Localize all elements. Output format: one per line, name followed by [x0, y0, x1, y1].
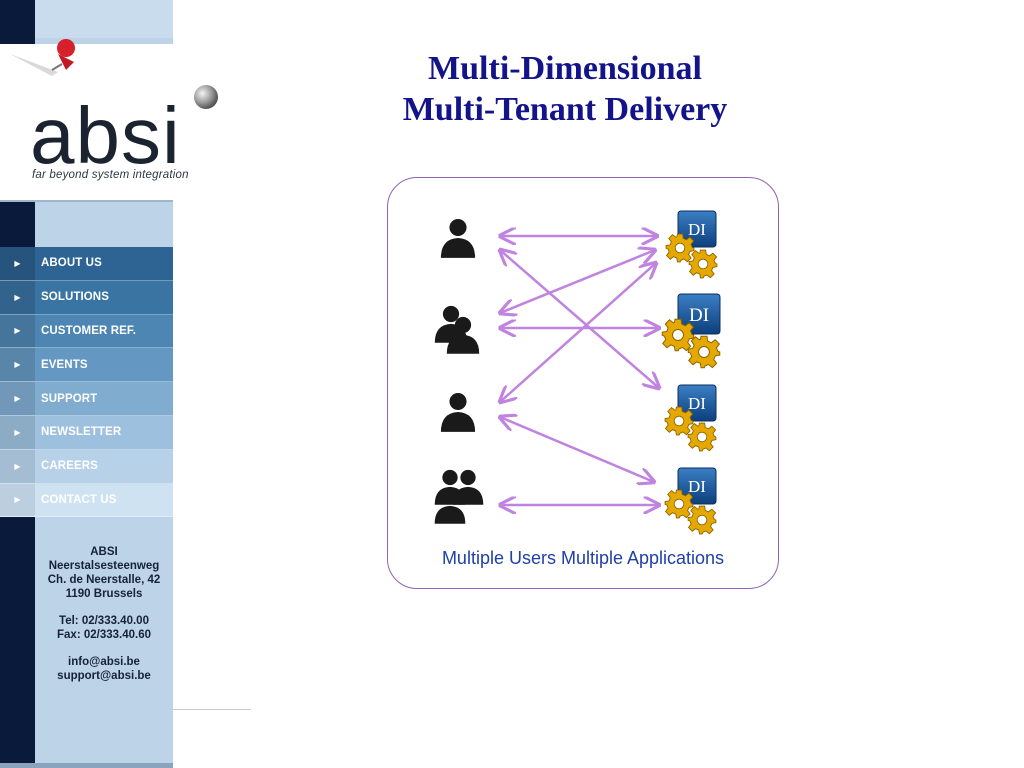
diagram-caption: Multiple Users Multiple Applications: [441, 548, 725, 568]
nav-item-contact-us[interactable]: ▶ CONTACT US: [0, 483, 173, 518]
pushpin-icon: [10, 39, 75, 76]
app-3-icon: DI: [664, 384, 717, 452]
caret-right-icon: ▶: [0, 280, 35, 314]
nav-item-label: CONTACT US: [41, 493, 117, 506]
logo-divider: [0, 200, 173, 202]
user-3-icon: [440, 392, 476, 432]
nav-item-label: CAREERS: [41, 460, 98, 473]
contact-street-fr: Ch. de Neerstalle, 42: [47, 574, 161, 586]
nav-item-customer-ref[interactable]: ▶ CUSTOMER REF.: [0, 314, 173, 349]
page-title-line-1: Multi-Dimensional: [428, 50, 702, 87]
company-logo[interactable]: absi: [0, 36, 250, 176]
sidebar-band-dark: [0, 203, 35, 247]
app-2-icon: DI: [661, 293, 721, 369]
contact-city: 1190 Brussels: [65, 588, 143, 600]
nav-item-newsletter[interactable]: ▶ NEWSLETTER: [0, 415, 173, 450]
caret-right-icon: ▶: [0, 348, 35, 382]
page-title-line-2: Multi-Tenant Delivery: [402, 91, 728, 128]
nav-item-label: SUPPORT: [41, 392, 98, 405]
connection-arrows: [500, 236, 659, 505]
nav-item-label: SOLUTIONS: [41, 291, 109, 304]
nav-item-solutions[interactable]: ▶ SOLUTIONS: [0, 280, 173, 315]
caret-right-icon: ▶: [0, 449, 35, 483]
diagram-frame: [387, 177, 779, 589]
footer-rule: [173, 709, 251, 710]
contact-fax: Fax: 02/333.40.60: [57, 629, 151, 641]
nav-item-label: CUSTOMER REF.: [41, 324, 137, 337]
nav-item-careers[interactable]: ▶ CAREERS: [0, 449, 173, 484]
app-1-icon: DI: [665, 210, 718, 279]
sidebar-top-dark: [0, 0, 35, 38]
logo-tagline: far beyond system integration: [32, 169, 189, 181]
arrow-user3-app1: [500, 263, 656, 402]
caret-right-icon: ▶: [0, 247, 35, 280]
contact-email[interactable]: info@absi.be: [68, 656, 140, 668]
nav-item-label: NEWSLETTER: [41, 426, 122, 439]
user-group-2-icon: [434, 305, 480, 354]
sidebar-bottom-edge: [0, 763, 173, 768]
app-badge-label: DI: [689, 305, 709, 326]
sidebar-top-light: [35, 0, 173, 38]
nav-item-label: ABOUT US: [41, 257, 102, 270]
sidebar-band-light: [35, 203, 173, 247]
caret-right-icon: ▶: [0, 415, 35, 449]
caret-right-icon: ▶: [0, 314, 35, 348]
arrow-user1-app3: [500, 250, 659, 388]
contact-support-email[interactable]: support@absi.be: [57, 670, 151, 682]
nav-item-about-us[interactable]: ▶ ABOUT US: [0, 247, 173, 281]
caret-right-icon: ▶: [0, 382, 35, 415]
logo-sphere: [194, 85, 218, 109]
user-group-4-icon: [434, 469, 484, 524]
contact-street: Neerstalsesteenweg: [48, 560, 160, 572]
nav-item-label: EVENTS: [41, 358, 88, 371]
arrow-user3-app4: [500, 417, 654, 482]
contact-block: ABSI Neerstalsesteenweg Ch. de Neerstall…: [35, 545, 173, 683]
user-1-icon: [440, 218, 476, 258]
app-badge-label: DI: [688, 477, 706, 496]
delivery-diagram: DI DI DI DI: [434, 210, 721, 535]
arrow-user2-app1: [500, 250, 655, 313]
main-nav: ▶ ABOUT US ▶ SOLUTIONS ▶ CUSTOMER REF. ▶ EVENTS…: [0, 247, 173, 518]
app-badge-label: DI: [688, 394, 706, 413]
nav-item-support[interactable]: ▶ SUPPORT: [0, 382, 173, 416]
contact-company: ABSI: [90, 546, 118, 558]
caret-right-icon: ▶: [0, 483, 35, 517]
logo-wordmark: absi: [30, 91, 181, 176]
app-4-icon: DI: [664, 467, 717, 535]
page-title: Multi-Dimensional Multi-Tenant Delivery: [330, 48, 800, 130]
app-badge-label: DI: [688, 220, 706, 239]
contact-phone: Tel: 02/333.40.00: [59, 615, 149, 627]
nav-item-events[interactable]: ▶ EVENTS: [0, 348, 173, 383]
